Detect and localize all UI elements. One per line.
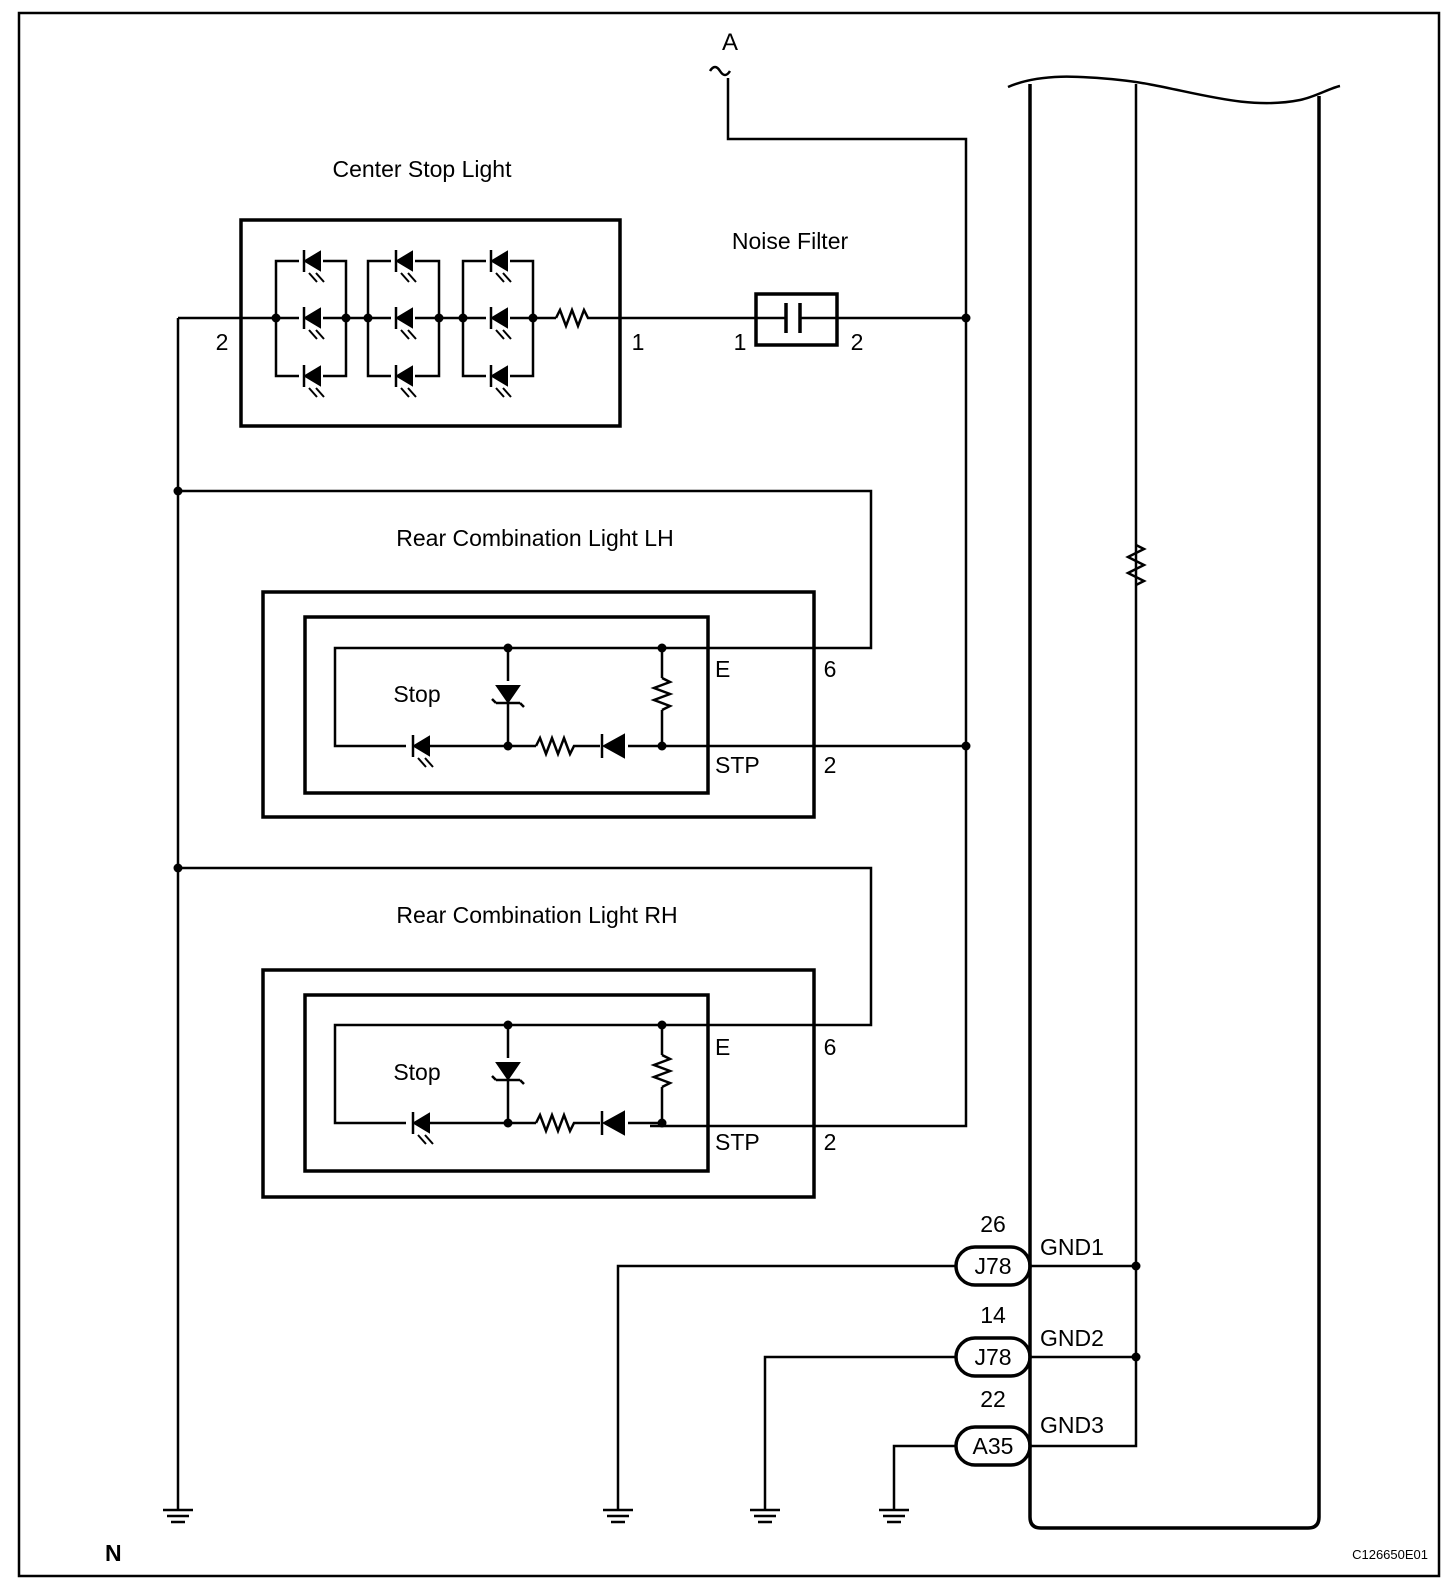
center-led-3-3-icon: [489, 365, 512, 398]
gnd2-connector: 14 J78 GND2: [954, 1302, 1104, 1378]
gnd1-connector: 26 J78 GND1: [954, 1211, 1104, 1287]
rear-rh-inner-box: [303, 993, 710, 1173]
rear-combination-light-lh: Rear Combination Light LH Stop E STP 6 2: [261, 525, 837, 819]
rear-rh-resistor-vertical-icon: [650, 1053, 674, 1089]
rear-rh-diode-horizontal-icon: [600, 1110, 625, 1136]
gnd2-pin: 14: [980, 1302, 1006, 1328]
connector-a-break: A: [708, 29, 738, 77]
gnd3-wire: [892, 1444, 956, 1510]
ground-2-icon: [603, 1508, 633, 1524]
gnd3-terminal: GND3: [1040, 1412, 1104, 1438]
rear-rh-diode-vertical-icon: [491, 1062, 525, 1085]
rear-lh-pin-e: 6: [824, 656, 837, 682]
gnd3-pin: 22: [980, 1386, 1006, 1412]
gnd1-wire: [616, 1264, 956, 1510]
ground-symbols: [163, 1508, 909, 1524]
rear-rh-resistor-horizontal-icon: [534, 1111, 576, 1135]
rear-rh-terminal-e: E: [715, 1034, 730, 1060]
rear-rh-outer-box: [261, 968, 816, 1199]
rear-lh-terminal-stp: STP: [715, 752, 760, 778]
gnd1-connector-code: J78: [974, 1253, 1011, 1279]
center-stop-resistor-icon: [554, 306, 620, 330]
rear-lh-diode-vertical-icon: [491, 685, 525, 708]
rear-rh-pin-e: 6: [824, 1034, 837, 1060]
diagram-code: C126650E01: [1352, 1547, 1428, 1562]
rear-rh-title: Rear Combination Light RH: [396, 902, 677, 928]
rear-lh-stop-label: Stop: [393, 681, 440, 707]
rear-lh-diode-horizontal-icon: [600, 733, 625, 759]
rear-rh-circuit: [333, 1020, 674, 1145]
rear-lh-inner-box: [303, 615, 710, 795]
center-led-3-1-icon: [489, 250, 512, 283]
center-led-1-2-icon: [302, 307, 325, 340]
rear-lh-terminal-e: E: [715, 656, 730, 682]
rear-lh-circuit: [333, 643, 674, 768]
rear-rh-pin-stp: 2: [824, 1129, 837, 1155]
ground-3-icon: [750, 1508, 780, 1524]
gnd3-connector-code: A35: [973, 1433, 1014, 1459]
gnd2-terminal: GND2: [1040, 1325, 1104, 1351]
center-led-2-3-icon: [394, 365, 417, 398]
noise-filter-pin-left: 1: [734, 329, 747, 355]
corner-code: N: [105, 1540, 122, 1566]
ecu-internal-ground-line: [1030, 84, 1138, 1448]
rear-rh-stop-led-icon: [411, 1112, 434, 1145]
gnd1-terminal: GND1: [1040, 1234, 1104, 1260]
rear-lh-resistor-horizontal-icon: [534, 734, 576, 758]
center-stop-light-box: [239, 218, 622, 428]
connector-a-label: A: [722, 29, 738, 56]
rear-lh-title: Rear Combination Light LH: [396, 525, 673, 551]
noise-filter: Noise Filter 1 2: [620, 228, 971, 355]
ground-1-icon: [163, 1508, 193, 1524]
center-led-2-1-icon: [394, 250, 417, 283]
gnd1-pin: 26: [980, 1211, 1006, 1237]
ground-4-icon: [879, 1508, 909, 1524]
rear-lh-resistor-vertical-icon: [650, 676, 674, 712]
center-led-2-2-icon: [394, 307, 417, 340]
rear-combination-light-rh: Rear Combination Light RH Stop E STP 6 2: [261, 902, 837, 1199]
center-stop-light: Center Stop Light 2 1: [178, 156, 645, 428]
rear-lh-outer-box: [261, 590, 816, 819]
center-led-1-1-icon: [302, 250, 325, 283]
gnd2-wire: [763, 1355, 956, 1510]
rh-e-wire: [178, 866, 873, 1027]
ground-connectors: 26 J78 GND1 14 J78 GND2 22 A35 GND3: [616, 1211, 1136, 1510]
capacitor-icon: [784, 303, 802, 333]
rear-rh-stop-label: Stop: [393, 1059, 440, 1085]
ecu-internal-resistor-icon: [1125, 543, 1147, 587]
center-stop-pin-left: 2: [216, 329, 229, 355]
noise-filter-pin-right: 2: [851, 329, 864, 355]
lh-e-wire: [178, 489, 873, 650]
noise-filter-title: Noise Filter: [732, 228, 849, 254]
rear-rh-terminal-stp: STP: [715, 1129, 760, 1155]
center-led-1-3-icon: [302, 365, 325, 398]
gnd3-connector: 22 A35 GND3: [954, 1386, 1104, 1467]
noise-filter-box: [754, 292, 839, 347]
power-wire: [650, 78, 968, 1128]
center-stop-pin-right: 1: [632, 329, 645, 355]
rear-lh-pin-stp: 2: [824, 752, 837, 778]
center-stop-light-title: Center Stop Light: [332, 156, 512, 182]
gnd2-connector-code: J78: [974, 1344, 1011, 1370]
rear-lh-stop-led-icon: [411, 735, 434, 768]
diagram-frame: [17, 11, 1441, 1578]
ecu-body: [1007, 75, 1341, 1530]
center-led-3-2-icon: [489, 307, 512, 340]
